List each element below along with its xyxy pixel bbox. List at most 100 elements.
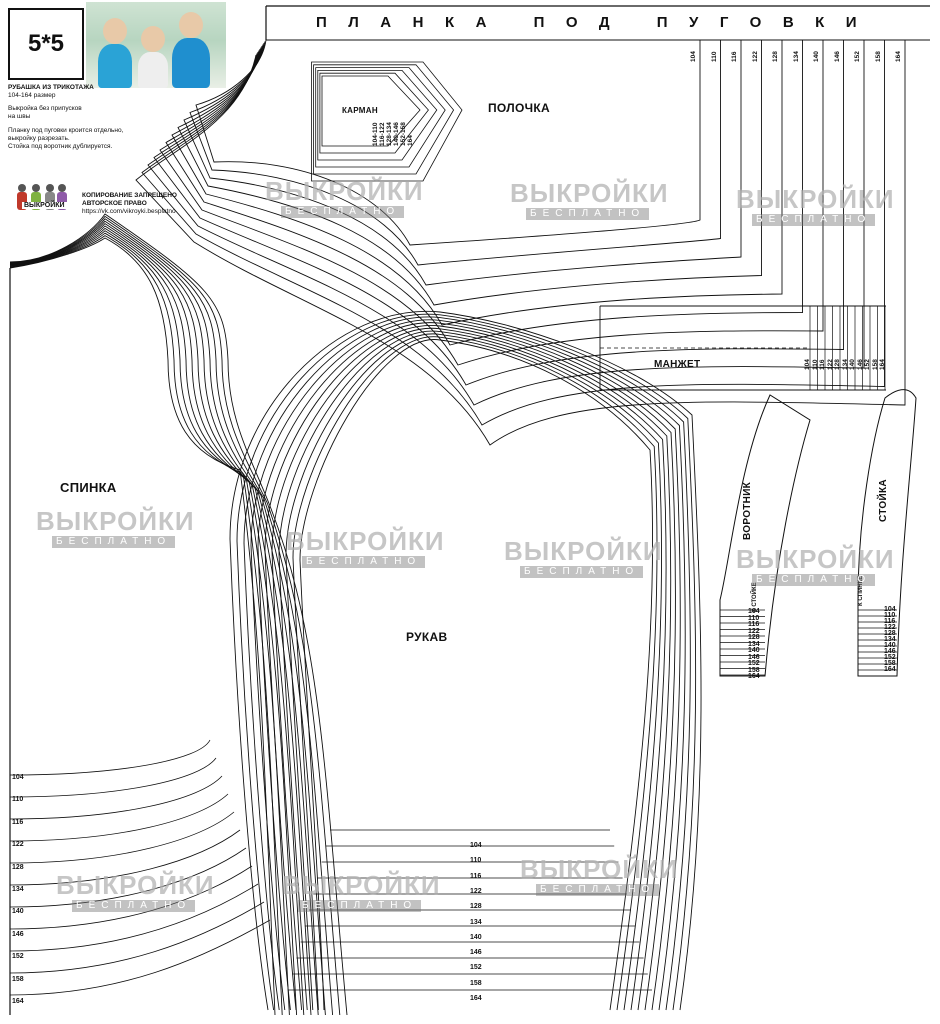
pocket-size-label: 116-122 bbox=[379, 122, 386, 147]
copyright-link[interactable]: https://vk.com/vikroyki.besplatno bbox=[82, 208, 176, 215]
back-outline bbox=[9, 220, 326, 1016]
stand-size-label: 110 bbox=[884, 612, 896, 619]
collar-size-label: 134 bbox=[748, 640, 760, 648]
front-outline bbox=[195, 39, 701, 246]
watermark: ВЫКРОЙКИ bbox=[56, 870, 215, 900]
front-outline bbox=[135, 40, 906, 446]
cuff-size-label: 146 bbox=[856, 359, 864, 370]
back-outline bbox=[9, 218, 334, 1016]
back-hem-line bbox=[9, 847, 247, 908]
collar-size-label: 164 bbox=[748, 673, 760, 680]
pocket-outline bbox=[319, 72, 429, 154]
front-size-label: 152 bbox=[854, 51, 861, 62]
brand-logo: ВЫКРОЙКИ bbox=[14, 180, 70, 228]
cuff-size-label: 164 bbox=[879, 359, 886, 370]
front-label: ПОЛОЧКА bbox=[488, 101, 550, 115]
watermark-sub: БЕСПЛАТНО bbox=[752, 574, 876, 586]
cuff-size-label: 140 bbox=[849, 359, 856, 370]
front-size-label: 116 bbox=[731, 51, 738, 63]
stand-size-label: 164 bbox=[884, 666, 896, 673]
pocket-label: КАРМАН bbox=[342, 106, 378, 115]
sleeve-outline bbox=[292, 336, 658, 1011]
back-size-label: 128 bbox=[12, 863, 24, 871]
collar-size-label: 128 bbox=[748, 634, 760, 641]
back-hem-line bbox=[9, 919, 271, 996]
front-size-label: 110 bbox=[710, 51, 718, 63]
sleeve-size-label: 128 bbox=[470, 903, 482, 911]
kid-figure bbox=[172, 12, 210, 88]
front-size-label: 140 bbox=[813, 51, 820, 62]
watermark: ВЫКРОЙКИ bbox=[36, 506, 195, 536]
back-size-label: 110 bbox=[12, 796, 24, 804]
sleeve-size-label: 134 bbox=[470, 918, 482, 926]
cuff-label: МАНЖЕТ bbox=[654, 359, 701, 370]
front-outline bbox=[141, 40, 885, 426]
cuff-size-label: 116 bbox=[819, 359, 826, 371]
watermark-sub: БЕСПЛАТНО bbox=[302, 556, 426, 568]
cuff-size-label: 134 bbox=[841, 359, 849, 370]
stand-size-label: 140 bbox=[884, 642, 896, 649]
sleeve-size-label: 158 bbox=[470, 979, 482, 987]
watermark: ВЫКРОЙКИ bbox=[286, 526, 445, 556]
note-seam-1: Выкройка без припусков bbox=[8, 105, 82, 112]
back-size-label: 152 bbox=[12, 953, 24, 961]
back-outline bbox=[9, 227, 305, 1016]
cuff-size-label: 152 bbox=[864, 359, 871, 370]
front-outline bbox=[189, 40, 721, 266]
pocket-size-label: 104-110 bbox=[372, 122, 379, 147]
title-line2: 104-164 размер bbox=[8, 92, 56, 99]
collar-size-label: 110 bbox=[748, 614, 760, 622]
placket-label: ПЛАНКА ПОД ПУГОВКИ bbox=[316, 14, 879, 31]
stand-size-label: 104 bbox=[884, 606, 896, 613]
kids-photo bbox=[86, 2, 226, 88]
stand-size-label: 146 bbox=[884, 648, 896, 655]
copyright-line1: КОПИРОВАНИЕ ЗАПРЕЩЕНО bbox=[82, 192, 177, 199]
pocket-size-label: 164 bbox=[407, 135, 414, 146]
back-label: СПИНКА bbox=[60, 480, 117, 495]
back-hem-line bbox=[9, 865, 253, 930]
front-size-label: 122 bbox=[751, 51, 759, 62]
cuff-size-label: 104 bbox=[804, 359, 811, 370]
stand-size-label: 116 bbox=[884, 618, 896, 625]
note-placket-3: Стойка под воротник дублируется. bbox=[8, 143, 113, 150]
watermark-sub: БЕСПЛАТНО bbox=[526, 208, 650, 220]
sleeve-outline bbox=[257, 322, 681, 1011]
sleeve-size-label: 140 bbox=[470, 933, 482, 941]
front-outline bbox=[147, 40, 865, 406]
size-grid-label: 5*5 bbox=[27, 30, 65, 57]
back-outline bbox=[9, 213, 348, 1016]
back-hem-line bbox=[9, 739, 211, 776]
cuff-size-label: 110 bbox=[811, 359, 819, 371]
collar-size-label: 140 bbox=[748, 647, 760, 654]
pocket-outline bbox=[321, 75, 421, 147]
sleeve-outline bbox=[236, 313, 697, 1011]
back-size-label: 146 bbox=[12, 930, 24, 938]
back-hem-line bbox=[9, 883, 259, 952]
back-outline bbox=[9, 215, 341, 1016]
watermark-sub: БЕСПЛАТНО bbox=[72, 900, 196, 912]
watermark-sub: БЕСПЛАТНО bbox=[298, 900, 422, 912]
collar-size-label: 158 bbox=[748, 666, 760, 674]
collar-outline bbox=[719, 394, 811, 677]
front-size-label: 164 bbox=[895, 51, 902, 62]
back-size-label: 122 bbox=[12, 841, 24, 849]
note-placket-2: выкройку разрезать. bbox=[8, 135, 70, 142]
front-size-label: 104 bbox=[690, 51, 697, 62]
title-line1: РУБАШКА ИЗ ТРИКОТАЖА bbox=[8, 84, 94, 91]
pocket-size-label: 128-134 bbox=[386, 122, 393, 146]
sleeve-outline bbox=[299, 339, 654, 1011]
pocket-outline bbox=[311, 61, 463, 182]
front-outline bbox=[171, 40, 783, 326]
pocket-outline bbox=[315, 67, 446, 168]
front-outline bbox=[177, 40, 762, 306]
sleeve-size-label: 116 bbox=[470, 872, 482, 880]
watermark-sub: БЕСПЛАТНО bbox=[520, 566, 644, 578]
back-outline bbox=[9, 230, 298, 1016]
sleeve-outline bbox=[243, 316, 691, 1011]
stand-size-label: 158 bbox=[884, 660, 896, 667]
sleeve-size-label: 104 bbox=[470, 842, 482, 849]
watermark: ВЫКРОЙКИ bbox=[520, 854, 679, 884]
watermark: ВЫКРОЙКИ bbox=[736, 544, 895, 574]
note-seam-2: на швы bbox=[8, 113, 31, 120]
